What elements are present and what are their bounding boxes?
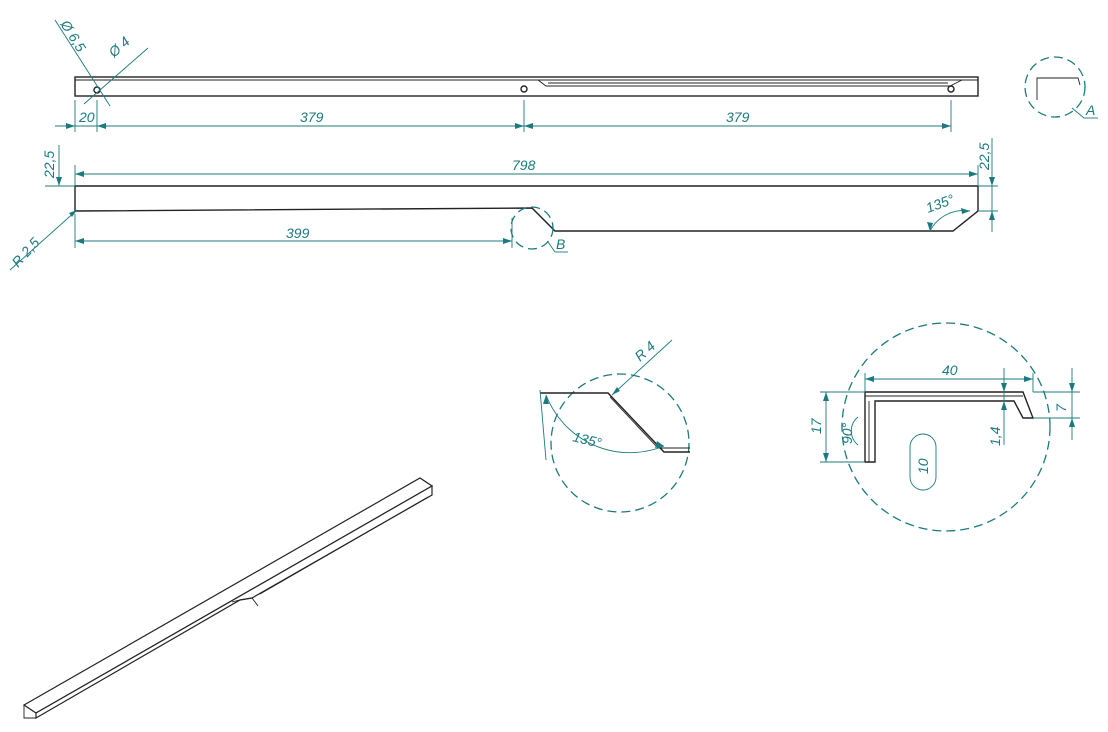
mounting-hole-center [520,85,528,93]
dimension-arrow [75,238,84,244]
detail-b-leader [547,241,556,253]
detail-b-view: R 4 135° [539,338,690,513]
front-view-profile [74,185,979,232]
dimension-arrow [75,171,84,177]
end-angle-arc [929,210,971,232]
offset-label: 20 [78,109,95,125]
detail-a-slot [909,433,937,491]
slot-label: 10 [915,458,931,474]
dimension-arrow [989,177,995,186]
top-view-profile [74,76,979,97]
dimension-arrow [1024,376,1033,382]
dimension-arrow [942,123,951,129]
dimension-arrow [927,222,933,231]
dimension-arrow [823,453,829,462]
isometric-view [22,477,434,720]
detail-a-marker: A [1085,102,1095,118]
hole-large-diameter-label: Ø 6,5 [57,16,89,55]
mounting-hole-right [947,85,955,93]
diameter-leader-large [54,19,111,107]
radius-leader [611,339,673,396]
dimension-arrow [865,376,874,382]
detail-a-boundary [841,322,1051,532]
detail-a-angle-arc [850,416,859,446]
detail-b-profile [540,392,690,453]
detail-a-section [864,391,1035,463]
dimension-arrow [543,395,549,404]
hole-small-diameter-label: Ø 4 [105,33,133,61]
dimension-arrow [1069,383,1075,392]
spacing-left-label: 379 [300,109,324,125]
dimension-arrow [56,177,62,186]
dimension-arrow [524,123,533,129]
dimension-arrow [823,392,829,401]
total-length-label: 798 [512,157,536,173]
detail-b-angle-label: 135° [571,428,603,451]
top-view-lip [537,79,963,87]
dimension-arrow [1001,401,1007,410]
detail-a-callout-profile [1036,77,1081,100]
diameter-leader-small [83,47,149,105]
height-right-label: 22,5 [976,143,992,171]
detail-a-view: 10 40 17 90° 1,4 7 [808,322,1080,532]
spacing-right-label: 379 [726,109,750,125]
height-left-label: 22,5 [41,151,57,179]
dimension-arrow [989,211,995,220]
front-view: 798 22,5 22,5 R 2,5 399 B 135° [8,138,998,271]
isometric-notch [231,597,259,607]
dimension-arrow [1001,383,1007,392]
wall-label: 1,4 [987,426,1003,446]
detail-b-boundary [550,373,690,513]
notch-position-label: 399 [286,225,310,241]
detail-a-leader [1071,107,1085,119]
top-view: Ø 6,5 Ø 4 20 379 379 A [54,16,1098,132]
extension-line [539,389,547,461]
detail-b-angle-arc [545,394,665,454]
detail-b-radius-label: R 4 [631,338,658,365]
radius-leader [9,209,78,271]
dimension-arrow [97,123,106,129]
dimension-arrow [503,238,512,244]
dimension-arrow [66,123,75,129]
angle-label: 90° [839,422,855,444]
isometric-flange [23,705,36,719]
width-label: 40 [942,362,958,378]
dimension-arrow [969,171,978,177]
detail-b-callout [510,206,554,250]
dimension-arrow [961,208,970,214]
isometric-top-face [22,477,434,714]
dimension-arrow [515,123,524,129]
height-label: 17 [808,417,824,434]
radius-label: R 2,5 [8,234,42,270]
isometric-side-face [35,484,433,720]
isometric-inner-edge [259,496,429,595]
detail-a-callout [1024,56,1086,118]
lip-label: 7 [1053,403,1069,412]
dimension-arrow [655,441,664,448]
dimension-arrow [69,210,77,217]
detail-b-marker: B [556,236,565,252]
dimension-arrow [612,387,620,395]
dimension-arrow [1069,418,1075,427]
